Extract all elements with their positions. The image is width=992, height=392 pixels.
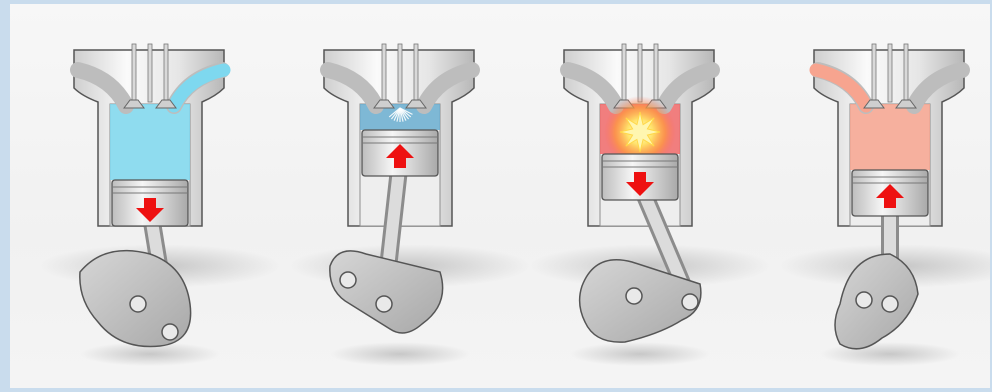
stage-intake [40, 43, 280, 366]
crank-shadow [80, 342, 220, 366]
valve-stem [903, 43, 909, 103]
exhaust-port [416, 62, 480, 114]
valve-stem [653, 43, 659, 103]
intake-port [560, 62, 624, 114]
crank-pin [881, 295, 899, 313]
crank-pin [161, 323, 179, 341]
chamber-gas [850, 104, 930, 170]
exhaust-flow [809, 63, 873, 113]
stage-exhaust [780, 43, 990, 366]
crank-pin [375, 295, 393, 313]
valve-stem [871, 43, 877, 103]
figure-canvas [10, 4, 990, 388]
piston-direction-arrow [626, 172, 654, 196]
valve-stem [381, 43, 387, 103]
intake-valve-head [123, 99, 145, 109]
chamber-gas [110, 104, 190, 180]
crank-pin [681, 293, 699, 311]
valve-stem [397, 43, 403, 103]
intake-flow [167, 63, 231, 113]
exhaust-valve-head [155, 99, 177, 109]
crank-pivot [129, 295, 147, 313]
valve-stem [637, 43, 643, 103]
crankshaft-web [329, 250, 444, 334]
piston-direction-arrow [136, 198, 164, 222]
exhaust-port [656, 62, 720, 114]
piston-direction-arrow [386, 144, 414, 168]
exhaust-port [906, 62, 970, 114]
valve-stem [413, 43, 419, 103]
valve-stem [147, 43, 153, 103]
intake-port [70, 62, 134, 114]
valve-stem [131, 43, 137, 103]
stage-compression [290, 43, 530, 366]
intake-valve-head [373, 99, 395, 109]
crank-shadow [570, 342, 710, 366]
valve-stem [621, 43, 627, 103]
piston-direction-arrow [876, 184, 904, 208]
crank-shadow [330, 342, 470, 366]
crankshaft-web [834, 253, 919, 350]
fuel-spray [388, 107, 401, 118]
crank-pivot [855, 291, 873, 309]
crank-pivot [625, 287, 643, 305]
exhaust-valve-head [405, 99, 427, 109]
intake-valve-head [863, 99, 885, 109]
crank-shadow [820, 342, 960, 366]
intake-port [320, 62, 384, 114]
stage-power [530, 43, 770, 366]
four-stroke-engine-diagram [40, 43, 990, 366]
valve-stem [163, 43, 169, 103]
valve-stem [887, 43, 893, 103]
crank-pivot [339, 271, 357, 289]
spark-burst [619, 111, 661, 153]
exhaust-valve-head [895, 99, 917, 109]
